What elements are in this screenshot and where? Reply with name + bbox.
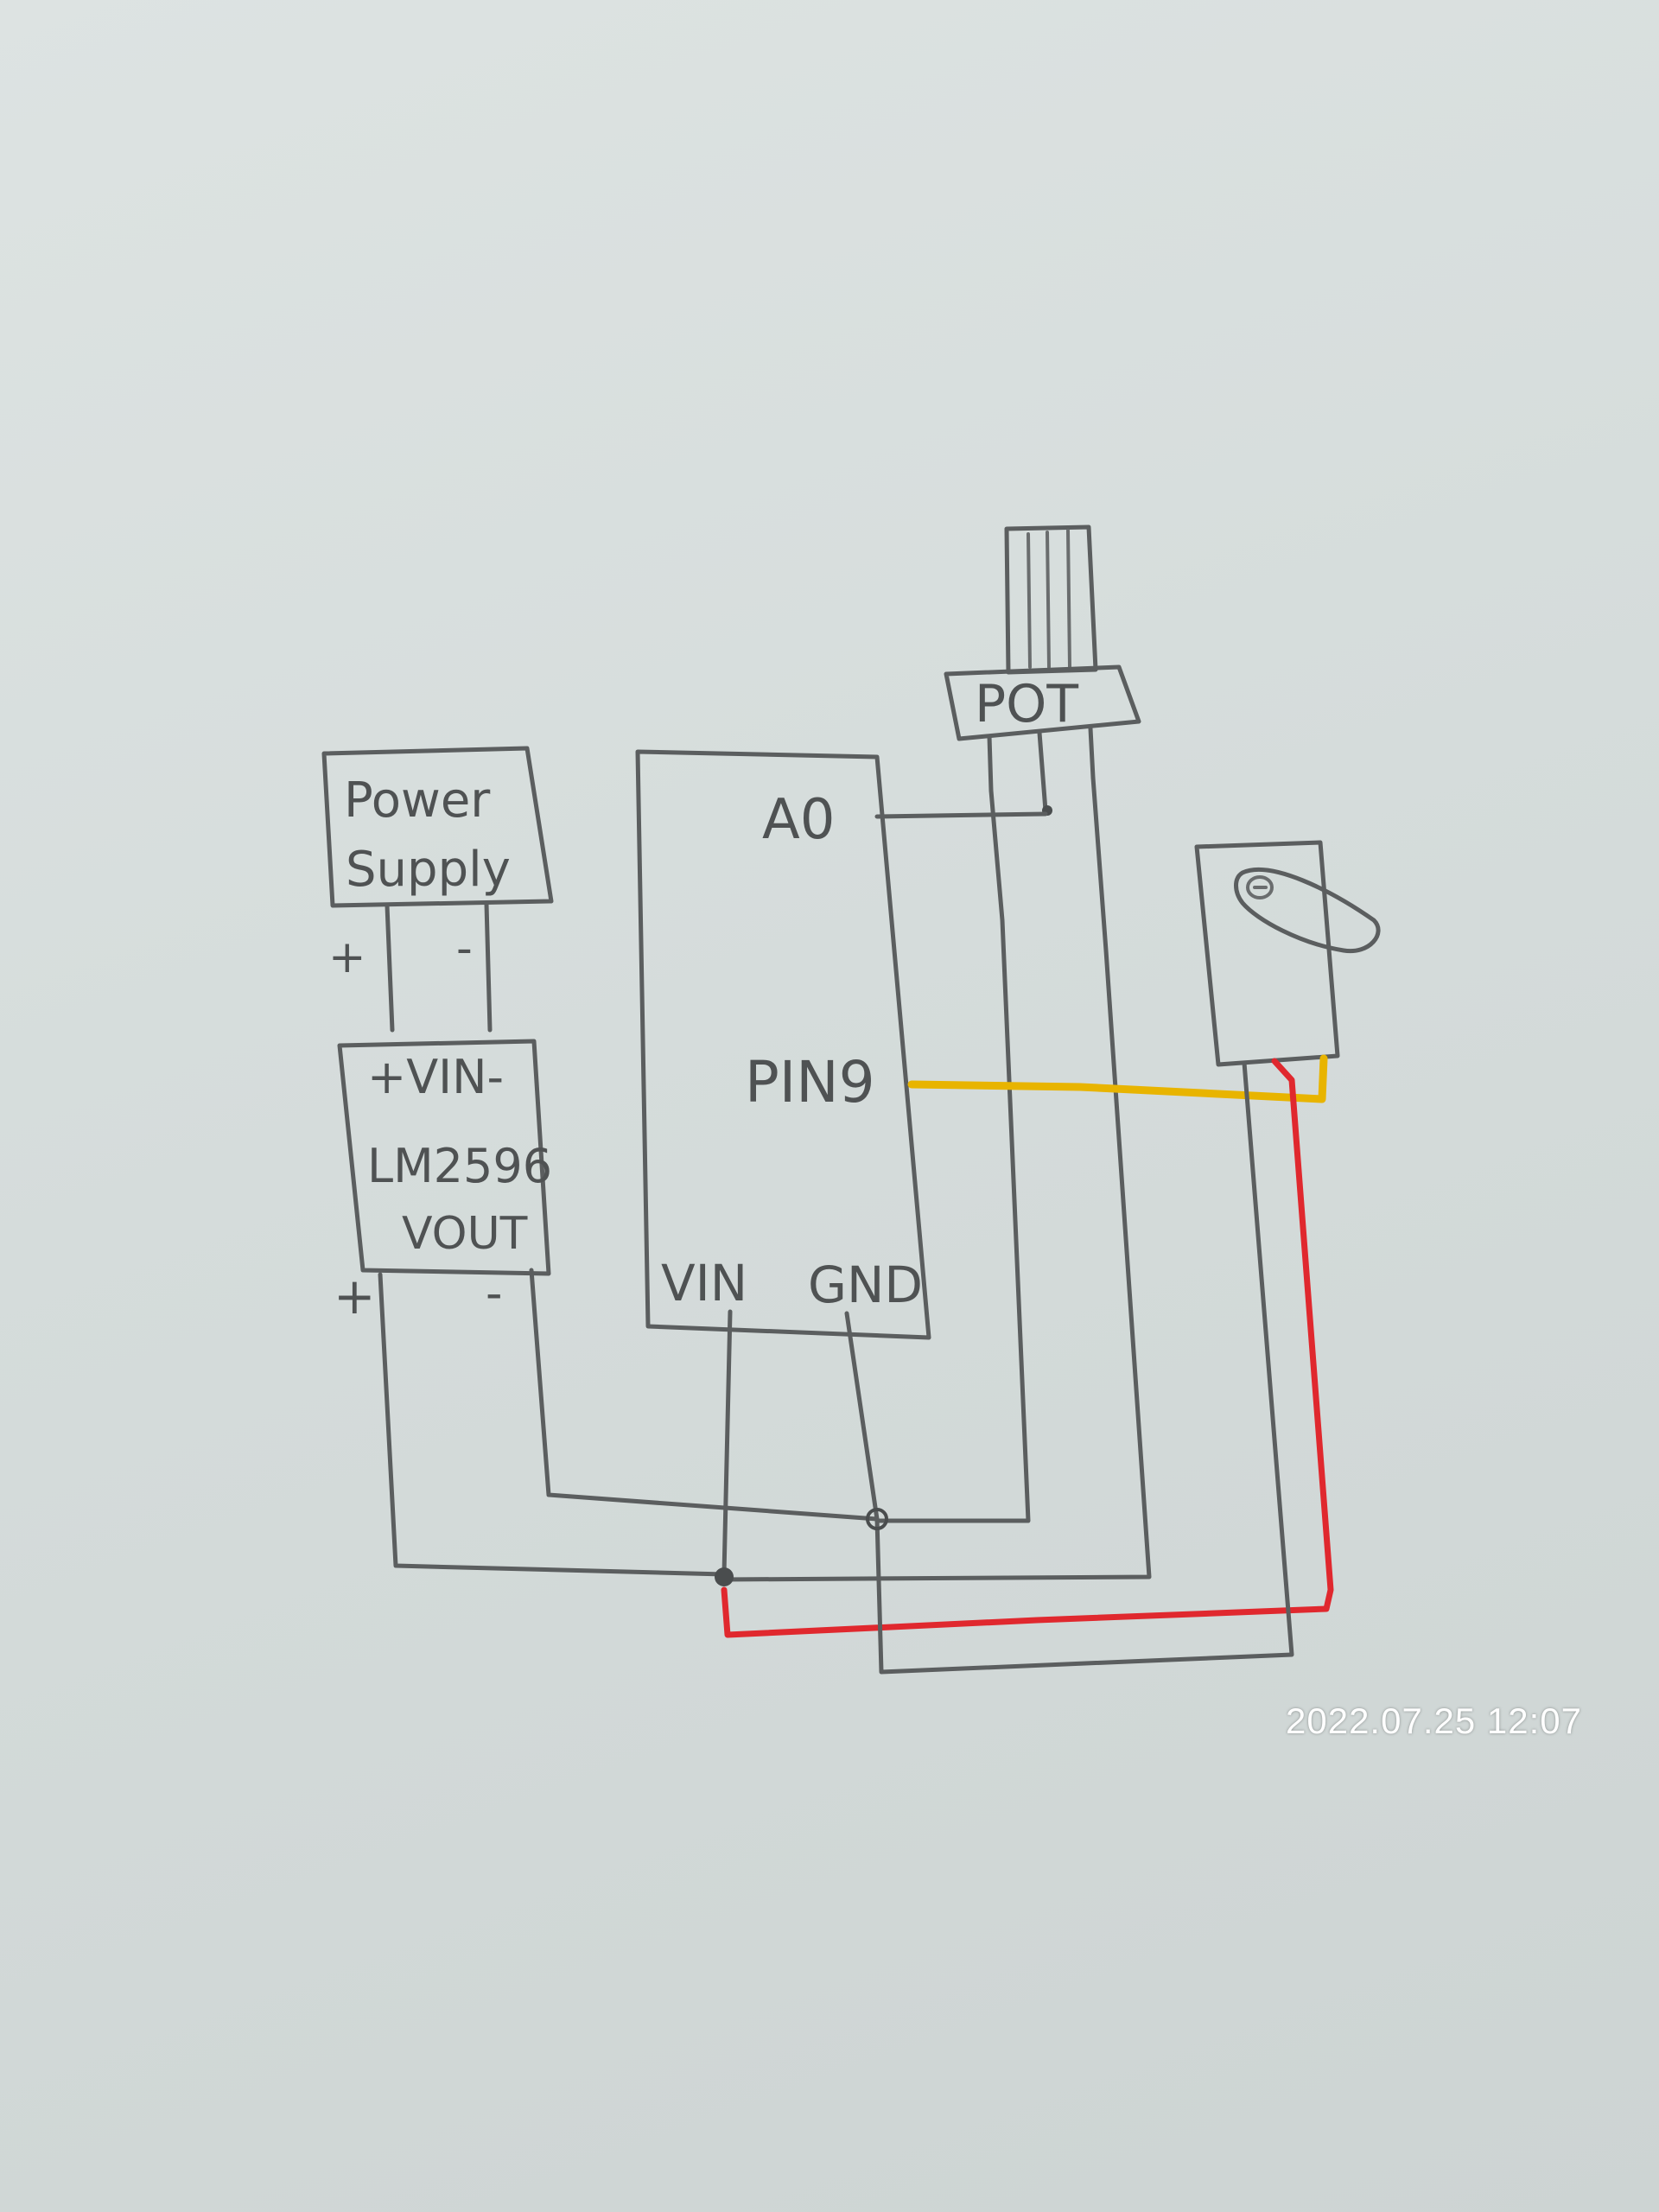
regulator-out-plus-label: + bbox=[334, 1267, 376, 1325]
regulator-vout-label: VOUT bbox=[402, 1208, 528, 1260]
pin-vin-label: VIN bbox=[661, 1254, 747, 1313]
arduino-board: A0 PIN9 VIN GND bbox=[635, 749, 931, 1340]
pin-gnd-label: GND bbox=[808, 1255, 923, 1314]
lm2596-regulator: +VIN- LM2596 VOUT + - bbox=[334, 1039, 552, 1325]
pin9-label: PIN9 bbox=[745, 1049, 875, 1116]
wire-arduino-vin bbox=[721, 1309, 733, 1577]
wire-pin9-signal bbox=[907, 1054, 1328, 1103]
regulator-vin-label: +VIN- bbox=[367, 1050, 504, 1104]
pin-a0-label: A0 bbox=[762, 788, 836, 852]
junction-gnd bbox=[866, 1508, 888, 1530]
wire-a0-to-pot bbox=[874, 811, 1048, 819]
timestamp-watermark: 2022.07.25 12:07 bbox=[1286, 1700, 1582, 1741]
power-supply-plus-label: + bbox=[328, 931, 366, 983]
power-supply-label-line1: Power bbox=[344, 772, 491, 829]
regulator-name-label: LM2596 bbox=[367, 1139, 552, 1193]
wire-ps-plus bbox=[385, 903, 395, 1033]
servo-motor bbox=[1194, 840, 1381, 1067]
wire-servo-ground bbox=[874, 1060, 1294, 1675]
junction-vin bbox=[715, 1567, 734, 1586]
wire-vout-plus bbox=[378, 1272, 727, 1577]
power-supply-label-line2: Supply bbox=[346, 842, 511, 898]
regulator-out-minus-label: - bbox=[486, 1266, 503, 1320]
wire-pot-to-gnd bbox=[874, 788, 1031, 1523]
pot-label: POT bbox=[975, 674, 1078, 734]
wire-servo-power bbox=[721, 1058, 1334, 1638]
wire-pot-to-vin bbox=[721, 775, 1152, 1582]
wire-ps-minus bbox=[484, 901, 493, 1033]
wire-vout-minus bbox=[529, 1268, 880, 1522]
potentiometer: POT bbox=[944, 524, 1141, 816]
power-supply-minus-label: - bbox=[456, 923, 473, 975]
power-supply: Power Supply + - bbox=[321, 746, 554, 983]
wire-arduino-gnd bbox=[844, 1311, 880, 1522]
